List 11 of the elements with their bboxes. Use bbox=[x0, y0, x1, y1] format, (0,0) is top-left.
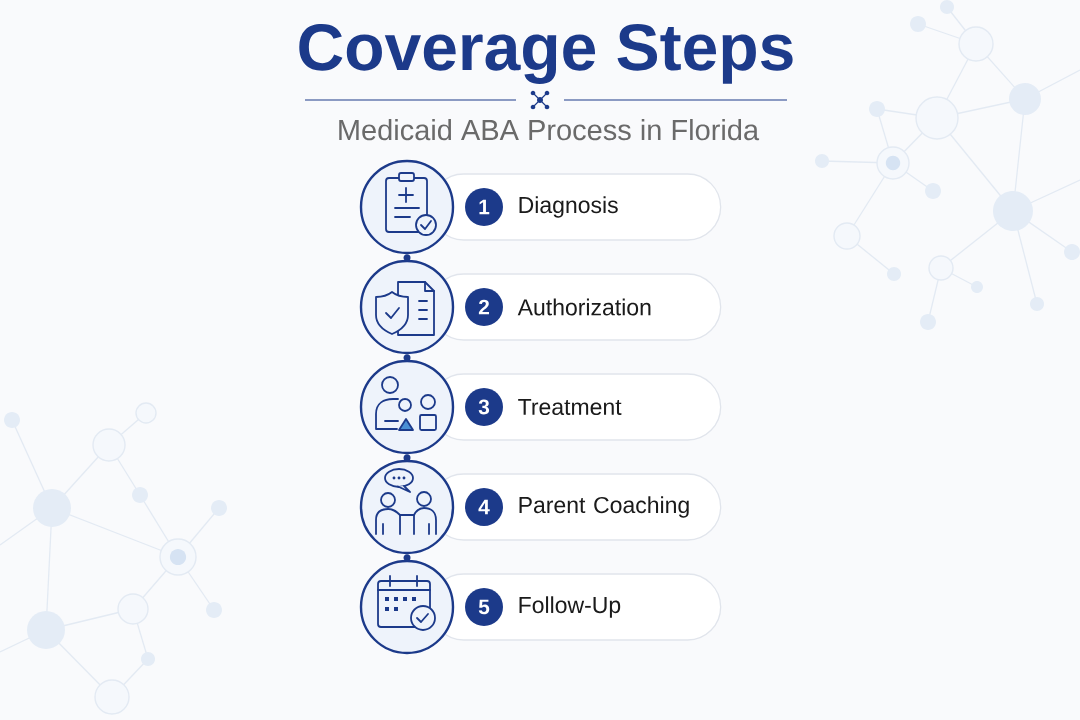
subtitle: Medicaid ABA Process in Florida bbox=[339, 119, 760, 141]
number-badge: 3 bbox=[465, 388, 503, 426]
number-badge: 4 bbox=[465, 488, 503, 526]
step-circle bbox=[359, 559, 455, 655]
step-circle bbox=[359, 359, 455, 455]
title: Coverage Steps bbox=[299, 23, 793, 84]
step-circle bbox=[359, 159, 455, 255]
step-circle bbox=[359, 459, 455, 555]
number-badge: 5 bbox=[465, 588, 503, 626]
number-badge: 1 bbox=[465, 188, 503, 226]
number-badge: 2 bbox=[465, 288, 503, 326]
